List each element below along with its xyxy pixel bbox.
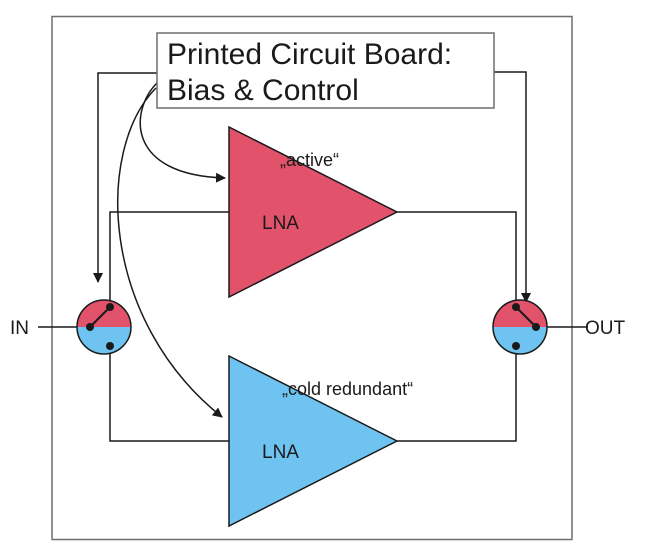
input-switch [76,299,132,355]
redundant-to-output-line [397,346,517,442]
control-line-input-switch [93,72,157,283]
lna-active-status: „active“ [280,150,339,170]
control-line-output-switch [494,71,531,303]
input-to-redundant-line [109,346,230,442]
input-to-active-line [109,211,230,307]
pcb-label-line1: Printed Circuit Board: [167,38,452,71]
pcb-box [156,32,495,109]
input-label: IN [10,318,29,339]
control-line-redundant-lna [117,87,223,418]
lna-active-triangle [228,125,399,299]
lna-active-label: LNA [262,213,299,234]
output-label: OUT [585,318,626,339]
lna-redundant-triangle [228,354,399,528]
pcb-label-line2: Bias & Control [167,74,359,107]
active-to-output-line [397,211,517,307]
lna-redundant-status: „cold redundant“ [282,379,413,399]
lna-redundant-label: LNA [262,442,299,463]
output-switch [492,299,548,355]
control-line-active-lna [139,82,226,183]
